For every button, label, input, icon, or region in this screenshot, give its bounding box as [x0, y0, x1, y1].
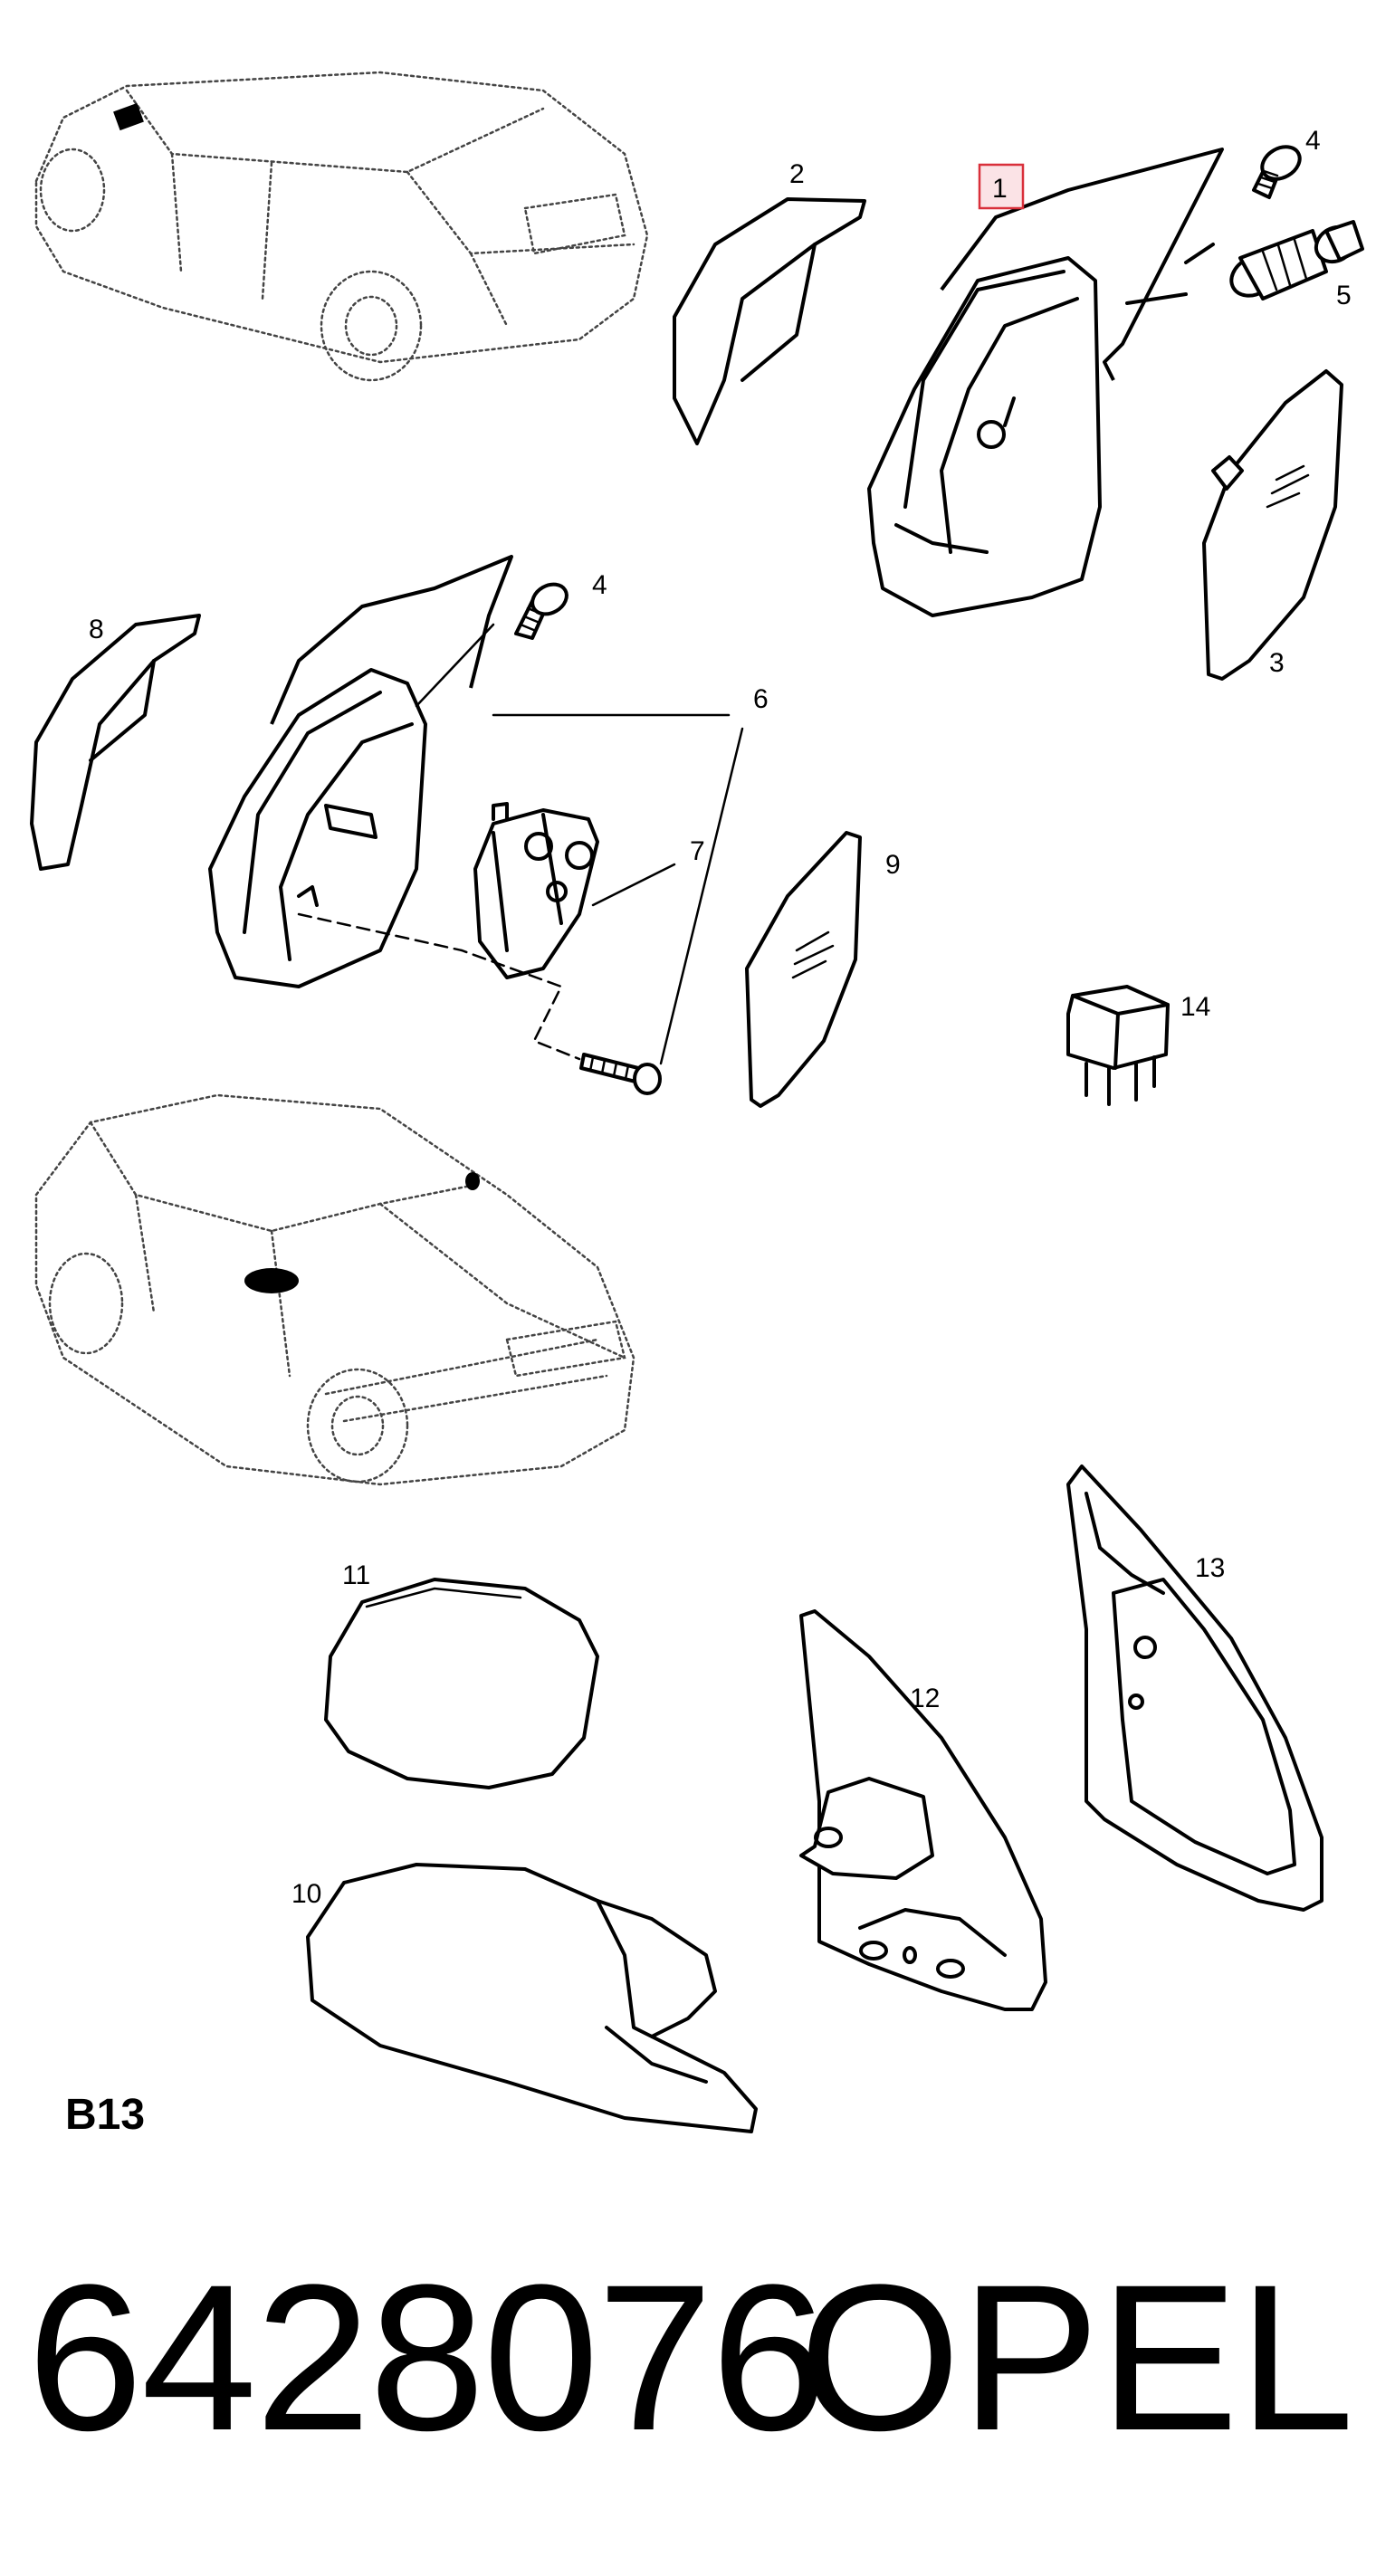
section-code: B13: [65, 2091, 145, 2139]
part-8-cover-cap: [30, 614, 201, 871]
part-4-screw-middle: [514, 582, 569, 640]
mirror-housing-exploded: [208, 555, 513, 988]
callout-13: 13: [1195, 1553, 1225, 1583]
callout-9: 9: [885, 850, 901, 880]
brand-name: OPEL: [798, 2241, 1354, 2474]
mirror-location-marker: [244, 1268, 299, 1293]
callout-1: 1: [992, 174, 1008, 204]
part-number: 6428076: [27, 2241, 827, 2474]
part-1-mirror-assembly: [867, 148, 1224, 617]
callout-8: 8: [89, 615, 104, 644]
mirror-location-marker: [113, 102, 144, 131]
callout-11: 11: [342, 1560, 370, 1590]
callout-1-highlight: [978, 163, 1025, 210]
part-3-mirror-glass: [1202, 369, 1343, 681]
callout-4-top: 4: [1305, 126, 1321, 156]
callout-14: 14: [1180, 992, 1210, 1022]
part-13-mirror-bracket: [1066, 1465, 1323, 1912]
part-12-mirror-base: [799, 1609, 1047, 2011]
callout-6: 6: [753, 684, 769, 714]
part-11-mirror-cap: [324, 1578, 599, 1789]
leader-7: [591, 863, 676, 907]
part-2-cover-cap: [673, 197, 866, 445]
leader-6b: [659, 727, 744, 1065]
callout-10: 10: [291, 1879, 321, 1909]
part-6-bolt: [579, 1053, 662, 1095]
assembly-line: [297, 912, 581, 1061]
callout-7: 7: [690, 836, 705, 866]
callout-2: 2: [789, 159, 805, 189]
car-rear-view-illustration: [34, 71, 649, 382]
callout-5: 5: [1336, 281, 1352, 310]
car-front-view-illustration: [34, 1093, 635, 1486]
callout-4-middle: 4: [592, 570, 607, 600]
part-5-grommet: [1229, 220, 1364, 301]
part-7-adjustment-motor: [473, 802, 599, 979]
part-4-screw-top: [1252, 145, 1302, 199]
callout-3: 3: [1269, 648, 1285, 678]
part-10-mirror-housing: [306, 1863, 758, 2133]
part-9-mirror-glass: [745, 831, 862, 1108]
part-14-relay: [1066, 985, 1170, 1106]
callout-12: 12: [910, 1684, 940, 1713]
